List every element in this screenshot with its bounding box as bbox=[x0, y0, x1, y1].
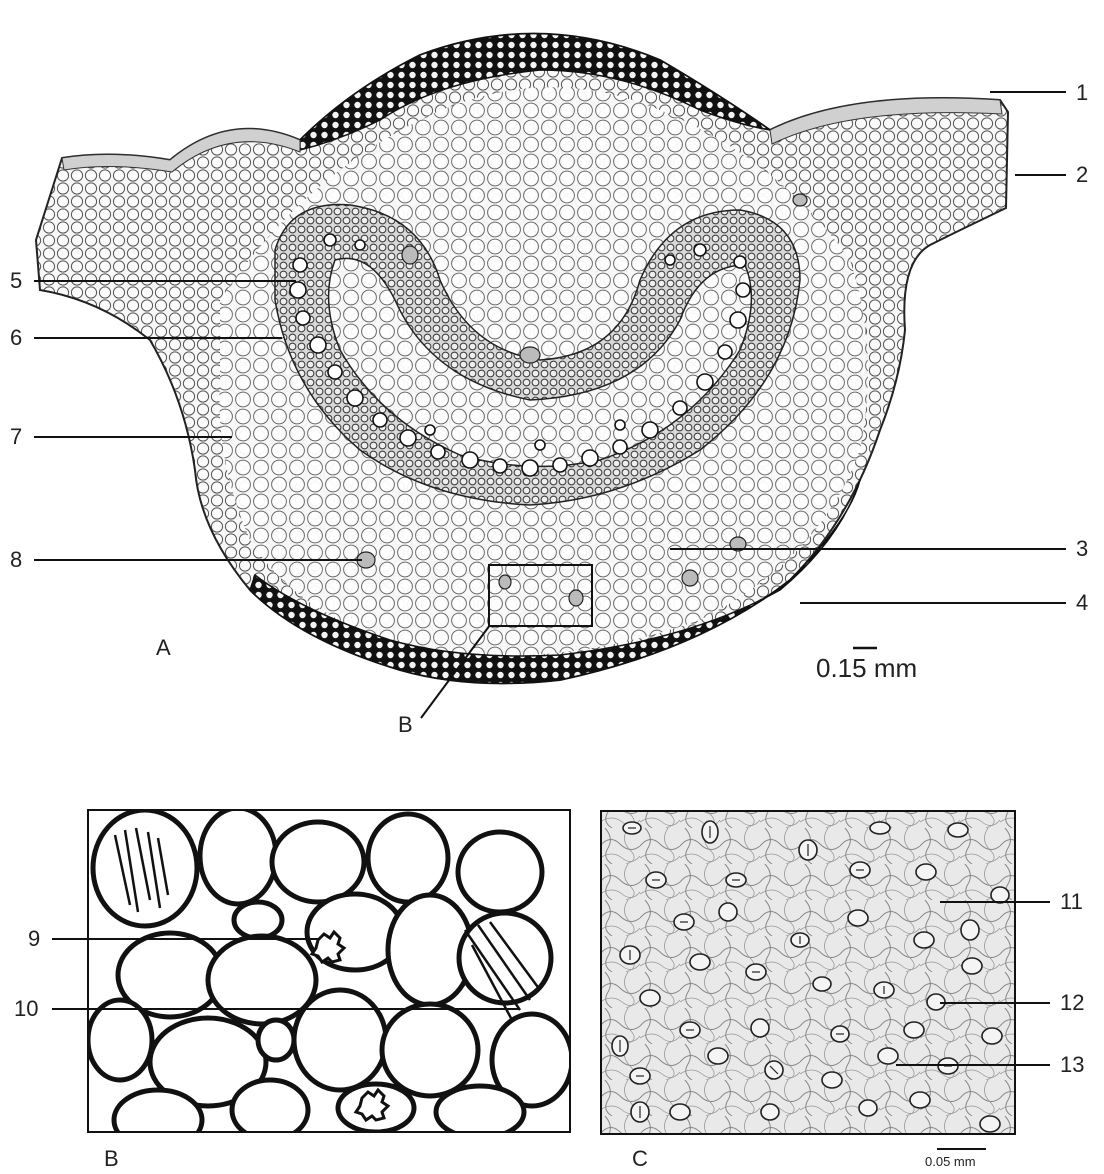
label-2: 2 bbox=[1076, 164, 1088, 186]
scale-bar-c-text: 0.05 mm bbox=[925, 1155, 976, 1168]
label-4: 4 bbox=[1076, 592, 1088, 614]
label-3: 3 bbox=[1076, 538, 1088, 560]
label-7: 7 bbox=[10, 426, 22, 448]
label-1: 1 bbox=[1076, 82, 1088, 104]
panel-label-c: C bbox=[632, 1148, 648, 1170]
panel-a-cross-section bbox=[36, 34, 1008, 718]
panel-b-cells bbox=[88, 808, 572, 1150]
panel-label-a: A bbox=[156, 637, 171, 659]
label-12: 12 bbox=[1060, 992, 1084, 1014]
inset-marker-label: B bbox=[398, 714, 413, 736]
panel-c-epidermis bbox=[601, 811, 1015, 1134]
label-8: 8 bbox=[10, 549, 22, 571]
label-5: 5 bbox=[10, 270, 22, 292]
label-6: 6 bbox=[10, 327, 22, 349]
panel-label-b: B bbox=[104, 1148, 119, 1170]
label-13: 13 bbox=[1060, 1054, 1084, 1076]
label-11: 11 bbox=[1060, 891, 1083, 913]
scale-bar-a-text: 0.15 mm bbox=[816, 655, 917, 681]
label-10: 10 bbox=[14, 998, 38, 1020]
label-9: 9 bbox=[28, 928, 40, 950]
